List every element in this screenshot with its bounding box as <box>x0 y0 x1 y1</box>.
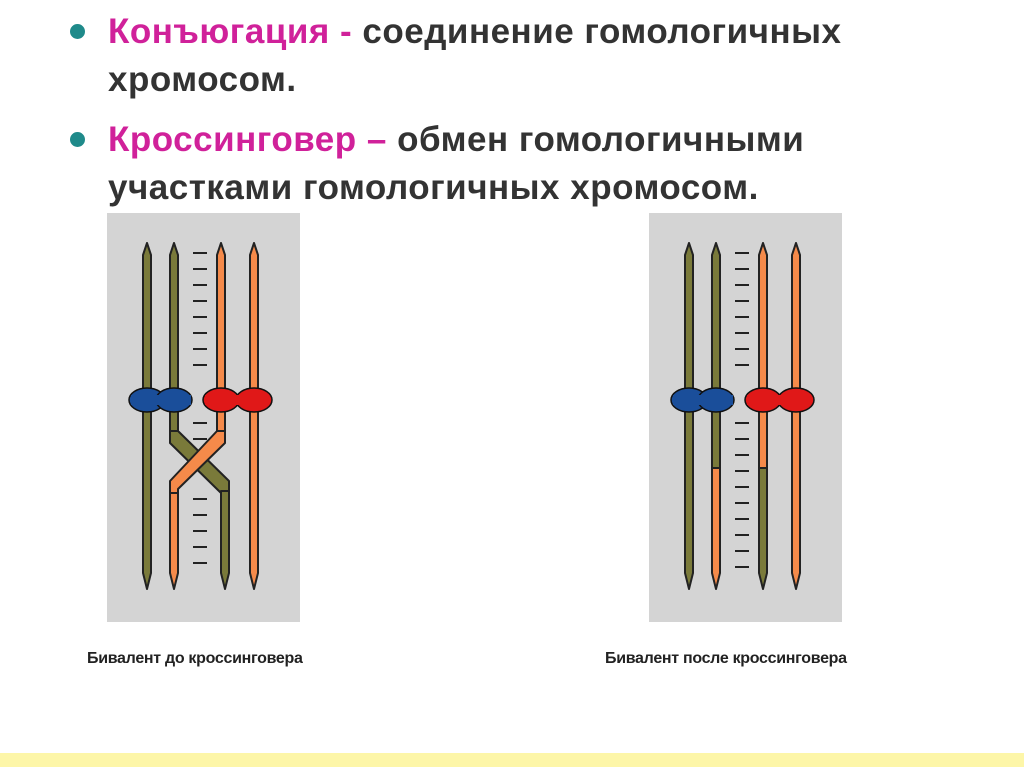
bivalent-before-diagram <box>107 213 300 622</box>
bullet-line: Кроссинговер – обмен гомологичными <box>108 116 970 164</box>
chromatid-2-orange-part <box>712 468 720 589</box>
chromatid-orange-4 <box>250 243 258 589</box>
definition-text: соединение гомологичных <box>362 12 841 51</box>
pairing-ticks <box>193 253 207 563</box>
centromere-blue <box>129 388 192 412</box>
caption-before: Бивалент до кроссинговера <box>87 650 303 668</box>
bullet-crossing-over: Кроссинговер – обмен гомологичными участ… <box>70 116 970 212</box>
chromatid-olive-1 <box>685 243 693 589</box>
chromatid-orange-3-lower <box>170 493 178 589</box>
chromatid-orange-4 <box>792 243 800 589</box>
chromatid-2-olive-part <box>712 243 720 468</box>
bullet-dot-icon <box>70 24 85 39</box>
centromere-blue <box>671 388 734 412</box>
definition-text: обмен гомологичными <box>397 120 804 159</box>
term-conjugation: Конъюгация <box>108 12 330 51</box>
term-crossing-over: Кроссинговер <box>108 120 357 159</box>
caption-after: Бивалент после кроссинговера <box>605 650 847 668</box>
footer-band <box>0 753 1024 767</box>
bivalent-before-panel <box>107 213 300 622</box>
term-separator: - <box>330 12 363 51</box>
bullet-dot-icon <box>70 132 85 147</box>
centromere-red <box>745 388 814 412</box>
definition-continuation: хромосом. <box>108 56 970 104</box>
bullet-conjugation: Конъюгация - соединение гомологичных хро… <box>70 8 970 104</box>
chromatid-olive-2-lower <box>221 491 229 589</box>
chromatid-olive-1 <box>143 243 151 589</box>
bullet-list: Конъюгация - соединение гомологичных хро… <box>70 8 970 224</box>
bullet-line: Конъюгация - соединение гомологичных <box>108 8 970 56</box>
chromatid-3-olive-part <box>759 468 767 589</box>
chromatid-3-orange-part <box>759 243 767 468</box>
pairing-ticks <box>735 253 749 567</box>
definition-continuation: участками гомологичных хромосом. <box>108 164 970 212</box>
bivalent-after-panel <box>649 213 842 622</box>
centromere-red <box>203 388 272 412</box>
term-separator: – <box>357 120 397 159</box>
bivalent-after-diagram <box>649 213 842 622</box>
